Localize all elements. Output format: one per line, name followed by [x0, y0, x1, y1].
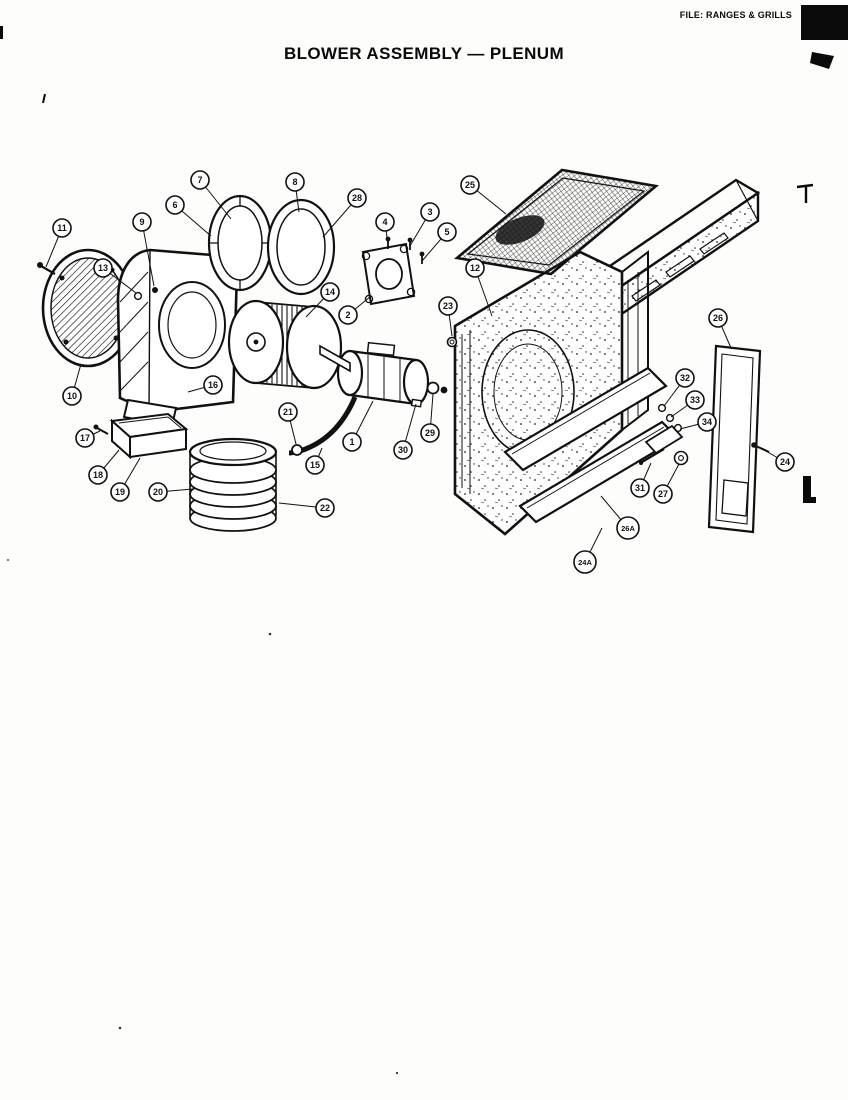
callout-leader-line	[141, 221, 155, 287]
callout-balloon	[93, 258, 113, 278]
callout-number: 23	[443, 301, 453, 311]
callout-balloon	[132, 212, 152, 232]
callout-layer: 11 9 6 7 8 28 4 3 5 25 13 12 14 2 23 26 10 16 17 18 19 20 21 15…	[45, 170, 795, 574]
panel-mounting-screw	[751, 442, 770, 453]
callout-number: 33	[690, 395, 700, 405]
power-cable	[288, 396, 358, 456]
callout-balloon	[708, 308, 728, 328]
callout-balloon	[460, 175, 480, 195]
callout-balloon	[630, 478, 650, 498]
callout-balloon	[52, 218, 72, 238]
callout-balloon	[203, 375, 223, 395]
callout-number: 8	[292, 177, 297, 187]
callout-balloon	[278, 402, 298, 422]
callout-number: 31	[635, 483, 645, 493]
callout-number: 20	[153, 487, 163, 497]
callout-balloon	[320, 282, 340, 302]
callout-number: 29	[425, 428, 435, 438]
round-cover-plate	[41, 248, 135, 368]
callout-balloon	[148, 482, 168, 502]
callout-balloon	[342, 432, 362, 452]
callout-balloon	[190, 170, 210, 190]
callout-number: 16	[208, 380, 218, 390]
callout-number: 24	[780, 457, 790, 467]
callout-number: 10	[67, 391, 77, 401]
callout-number: 21	[283, 407, 293, 417]
callout-balloon	[685, 390, 705, 410]
callout-number: 26	[713, 313, 723, 323]
callout-number: 6	[172, 200, 177, 210]
blower-wheel	[227, 299, 343, 390]
callout-number: 13	[98, 263, 108, 273]
callout-number: 30	[398, 445, 408, 455]
page-title: BLOWER ASSEMBLY — PLENUM	[283, 44, 565, 63]
callout-number: 12	[470, 263, 480, 273]
motor-mount-plate	[361, 242, 416, 306]
callout-balloon	[375, 212, 395, 232]
callout-number: 19	[115, 487, 125, 497]
callout-number: 24A	[578, 558, 592, 567]
callout-balloon	[437, 222, 457, 242]
callout-number: 34	[702, 417, 712, 427]
callout-balloon	[675, 368, 695, 388]
grease-filter	[454, 168, 659, 276]
callout-balloon	[315, 498, 335, 518]
callout-balloon	[420, 202, 440, 222]
mounting-ring-inner	[266, 198, 336, 296]
motor	[319, 341, 448, 408]
mounting-ring-outer	[207, 194, 273, 292]
callout-balloon	[338, 305, 358, 325]
callout-balloon	[285, 172, 305, 192]
callout-number: 22	[320, 503, 330, 513]
callout-number: 17	[80, 433, 90, 443]
callout-balloon	[775, 452, 795, 472]
corner-index-block	[801, 5, 848, 40]
callout-balloon	[88, 465, 108, 485]
callout-number: 14	[325, 287, 335, 297]
callout-balloon	[305, 455, 325, 475]
callout-balloon	[465, 258, 485, 278]
callout-balloon	[62, 386, 82, 406]
callout-balloon	[393, 440, 413, 460]
callout-balloon	[438, 296, 458, 316]
plenum-mounting-nut	[446, 336, 458, 348]
callout-number: 27	[658, 489, 668, 499]
scan-artifacts	[0, 26, 834, 1075]
corrugated-duct	[188, 437, 278, 532]
plenum-body	[453, 249, 649, 536]
callout-number: 32	[680, 373, 690, 383]
plenum-top-channel	[557, 178, 761, 344]
drip-tray	[93, 412, 189, 460]
callout-number: 25	[465, 180, 475, 190]
side-access-panel	[707, 344, 762, 534]
callout-number: 2	[345, 310, 350, 320]
callout-balloon	[347, 188, 367, 208]
callout-balloon	[697, 412, 717, 432]
callout-number: 28	[352, 193, 362, 203]
damper-hardware-cluster	[639, 403, 689, 466]
callout-balloon	[165, 195, 185, 215]
callout-number: 26A	[621, 524, 635, 533]
callout-number: 7	[197, 175, 202, 185]
callout-balloon	[573, 550, 597, 574]
callout-balloon	[653, 484, 673, 504]
callout-balloon	[75, 428, 95, 448]
file-category-label: FILE: RANGES & GRILLS	[679, 10, 792, 20]
callout-number: 5	[444, 227, 449, 237]
callout-balloon	[420, 423, 440, 443]
callout-number: 11	[57, 223, 67, 233]
callout-number: 1	[349, 437, 354, 447]
cover-plate-screw	[37, 262, 56, 275]
callout-balloon	[110, 482, 130, 502]
callout-number: 4	[382, 217, 387, 227]
callout-number: 18	[93, 470, 103, 480]
damper-panel-upper	[503, 366, 668, 472]
callout-number: 3	[427, 207, 432, 217]
callout-balloon	[616, 516, 640, 540]
callout-number: 15	[310, 460, 320, 470]
callout-number: 9	[139, 217, 144, 227]
blower-housing	[116, 248, 239, 428]
